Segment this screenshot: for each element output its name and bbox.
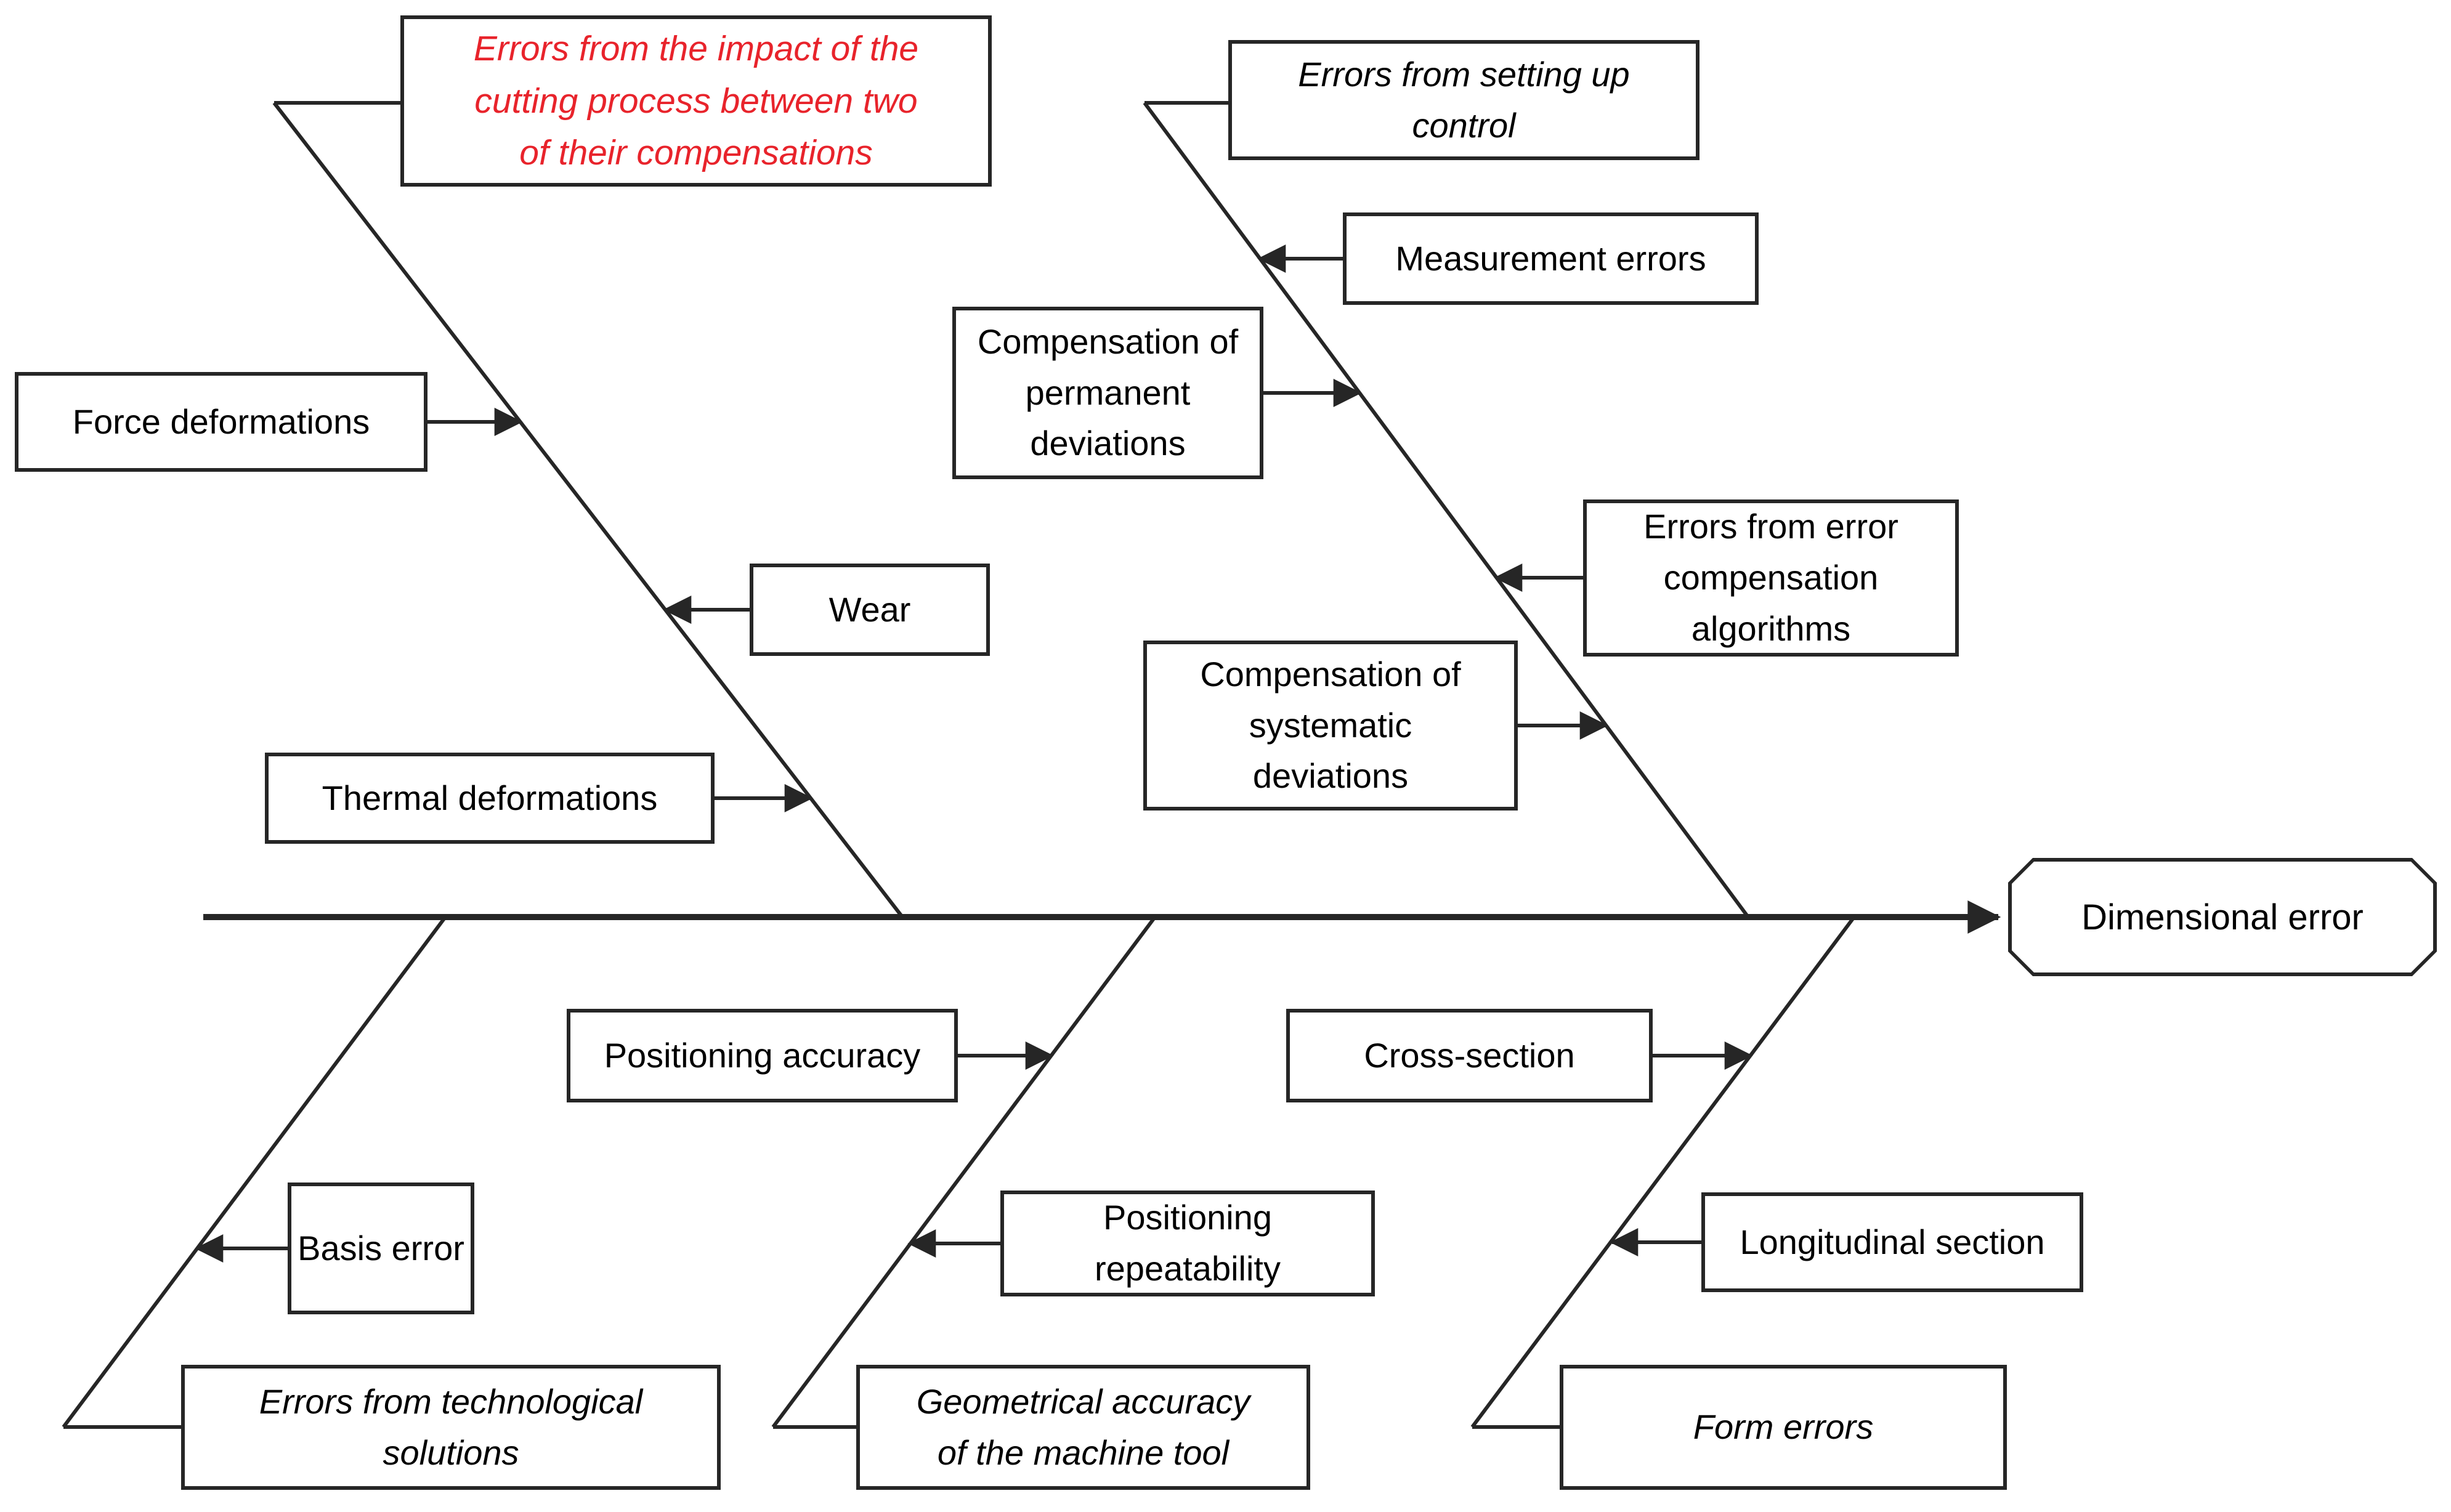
category-box-machine-tool-geometry: Geometrical accuracy of the machine tool (856, 1365, 1310, 1490)
cause-box-compensation-permanent: Compensation of permanent deviations (952, 307, 1263, 479)
cause-box-thermal-deformations: Thermal deformations (265, 753, 715, 844)
effect-box-face (2012, 862, 2433, 972)
cause-label: Longitudinal section (1740, 1222, 2045, 1261)
category-label: Errors from the impact of the cutting pr… (473, 29, 919, 173)
cause-label: Cross-section (1364, 1035, 1575, 1075)
category-box-cutting-process: Errors from the impact of the cutting pr… (400, 15, 992, 187)
cause-label: Measurement errors (1395, 238, 1706, 278)
cause-box-basis-error: Basis error (288, 1183, 474, 1314)
category-box-technological-solutions: Errors from technological solutions (181, 1365, 721, 1490)
cause-box-force-deformations: Force deformations (15, 372, 427, 472)
branch-line-machine-tool-geometry (771, 916, 1157, 1428)
category-box-setting-up-control: Errors from setting up control (1228, 40, 1699, 160)
category-box-form-errors: Form errors (1560, 1365, 2007, 1490)
cause-box-longitudinal-section: Longitudinal section (1701, 1192, 2083, 1292)
cause-label: Basis error (298, 1228, 464, 1267)
cause-box-measurement-errors: Measurement errors (1343, 212, 1759, 305)
branch-line-setting-up-control (1143, 102, 1750, 918)
category-label: Geometrical accuracy of the machine tool (916, 1381, 1250, 1472)
cause-box-compensation-systematic: Compensation of systematic deviations (1143, 641, 1518, 811)
cause-label: Wear (828, 589, 911, 629)
category-label: Errors from setting up control (1298, 54, 1630, 145)
cause-label: Positioning accuracy (604, 1035, 921, 1075)
category-label: Errors from technological solutions (259, 1381, 643, 1472)
cause-label: Thermal deformations (322, 778, 658, 817)
cause-label: Errors from error compensation algorithm… (1643, 507, 1898, 648)
category-label: Form errors (1693, 1407, 1874, 1447)
cause-label: Positioning repeatability (1095, 1198, 1281, 1288)
cause-box-cross-section: Cross-section (1286, 1009, 1653, 1102)
branch-line-cutting-process (272, 102, 904, 918)
effect-box-dimensional-error: Dimensional error (2008, 858, 2437, 976)
cause-box-positioning-accuracy: Positioning accuracy (567, 1009, 958, 1102)
effect-label: Dimensional error (2081, 897, 2364, 937)
branch-line-form-errors (1470, 916, 1856, 1428)
cause-label: Compensation of systematic deviations (1200, 654, 1461, 796)
branch-line-technological-solutions (62, 916, 447, 1428)
cause-label: Compensation of permanent deviations (977, 321, 1239, 463)
cause-box-positioning-repeatability: Positioning repeatability (1000, 1191, 1375, 1296)
cause-label: Force deformations (72, 402, 370, 441)
cause-box-wear: Wear (750, 564, 990, 656)
cause-box-compensation-algorithms: Errors from error compensation algorithm… (1583, 499, 1959, 657)
